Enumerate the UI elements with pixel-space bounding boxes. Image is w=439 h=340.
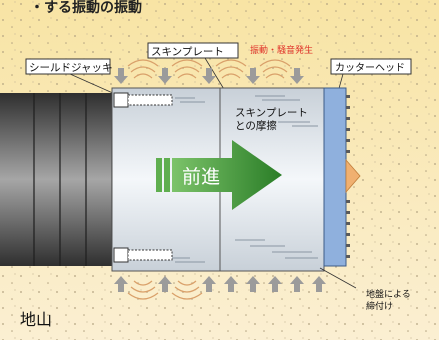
- cutter-head: [323, 87, 347, 267]
- ground-tightening-leader: [319, 267, 357, 289]
- ground-label: 地山: [20, 310, 52, 329]
- cutter-head-label: カッターヘッド: [335, 62, 405, 74]
- cutter-bits: [346, 95, 350, 258]
- advance-arrow: [156, 140, 282, 210]
- ground-pressure-arrows-top: [114, 68, 304, 84]
- tunnel-segments: [0, 93, 113, 266]
- header-fragment: ・する振動の振動: [30, 0, 142, 16]
- shield-jack-label-box: [25, 58, 111, 75]
- vibration-waves-top: [127, 59, 291, 79]
- ground-pressure-arrows-bottom: [114, 276, 326, 292]
- cutter-head-label-box: [330, 58, 412, 75]
- skin-plate-friction-label-line1: スキンプレート: [235, 107, 308, 119]
- ground-tightening-label-line1: 地盤による: [366, 288, 411, 300]
- cutter-tip: [345, 158, 361, 194]
- shield-jack-label: シールドジャッキ: [29, 62, 112, 74]
- shield-jack-bottom: [113, 247, 173, 263]
- skin-plate-label-box: [147, 42, 239, 59]
- skin-plate-label: スキンプレート: [151, 46, 224, 58]
- vibration-waves-bottom: [127, 280, 203, 300]
- vibration-noise-label: 振動・騒音発生: [250, 44, 313, 56]
- shield-jack-top: [113, 92, 173, 108]
- advance-label: 前進: [182, 166, 220, 188]
- skin-plate-friction-label-line2: との摩擦: [235, 119, 277, 132]
- ground-tightening-label-line2: 締付け: [366, 300, 393, 312]
